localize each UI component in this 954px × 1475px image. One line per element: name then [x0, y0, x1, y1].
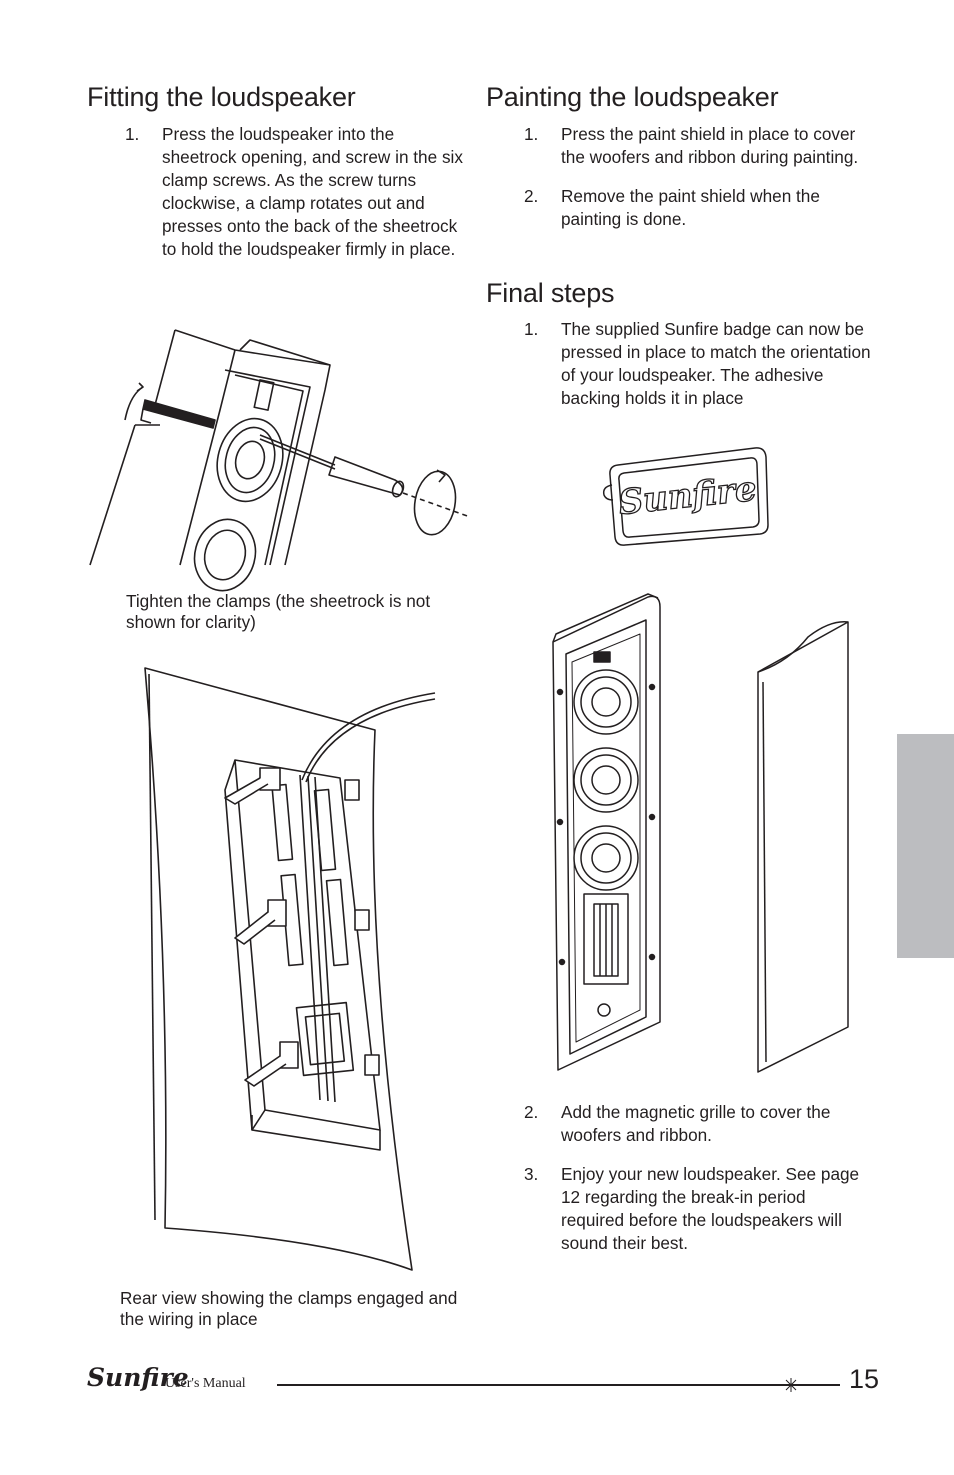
caption-rear-view: Rear view showing the clamps engaged and…	[120, 1288, 458, 1329]
final-steps-list-a: 1. The supplied Sunfire badge can now be…	[486, 318, 871, 426]
rear-view-illustration	[144, 667, 436, 1271]
heading-final-steps: Final steps	[486, 278, 615, 308]
step-text: The supplied Sunfire badge can now be pr…	[561, 319, 871, 408]
step-number: 2.	[524, 1102, 539, 1122]
chapter-tab	[897, 734, 954, 958]
fitting-steps-list: 1. Press the loudspeaker into the sheetr…	[87, 123, 472, 277]
step-text: Add the magnetic grille to cover the woo…	[561, 1102, 831, 1145]
step-number: 1.	[524, 319, 539, 339]
step-number: 1.	[524, 124, 539, 144]
heading-painting: Painting the loudspeaker	[486, 82, 779, 112]
step-number: 1.	[125, 124, 140, 144]
step-text: Remove the paint shield when the paintin…	[561, 186, 820, 229]
step-number: 2.	[524, 186, 539, 206]
final-step-3: 3. Enjoy your new loudspeaker. See page …	[486, 1163, 871, 1255]
caption-tighten-clamps: Tighten the clamps (the sheetrock is not…	[126, 591, 431, 632]
footer-rule	[277, 1384, 840, 1386]
final-steps-list-b: 2. Add the magnetic grille to cover the …	[486, 1101, 871, 1271]
step-text: Enjoy your new loudspeaker. See page 12 …	[561, 1164, 860, 1253]
page-number: 15	[849, 1364, 880, 1394]
step-text: Press the paint shield in place to cover…	[561, 124, 859, 167]
footer-brand-logo: Sunfire	[87, 1363, 189, 1392]
footer-subtitle: User's Manual	[165, 1376, 246, 1391]
speaker-and-grille-illustration	[552, 593, 849, 1073]
footer-star-icon	[784, 1378, 798, 1392]
painting-steps-list: 1. Press the paint shield in place to co…	[486, 123, 871, 247]
step-text: Press the loudspeaker into the sheetrock…	[162, 124, 463, 259]
painting-step-1: 1. Press the paint shield in place to co…	[486, 123, 871, 169]
heading-fitting: Fitting the loudspeaker	[87, 82, 356, 112]
sunfire-badge-illustration: Sunfire	[602, 447, 769, 546]
final-step-2: 2. Add the magnetic grille to cover the …	[486, 1101, 871, 1147]
tighten-clamps-illustration	[89, 329, 471, 592]
step-number: 3.	[524, 1164, 539, 1184]
painting-step-2: 2. Remove the paint shield when the pain…	[486, 185, 871, 231]
fitting-step-1: 1. Press the loudspeaker into the sheetr…	[87, 123, 472, 261]
final-step-1: 1. The supplied Sunfire badge can now be…	[486, 318, 871, 410]
